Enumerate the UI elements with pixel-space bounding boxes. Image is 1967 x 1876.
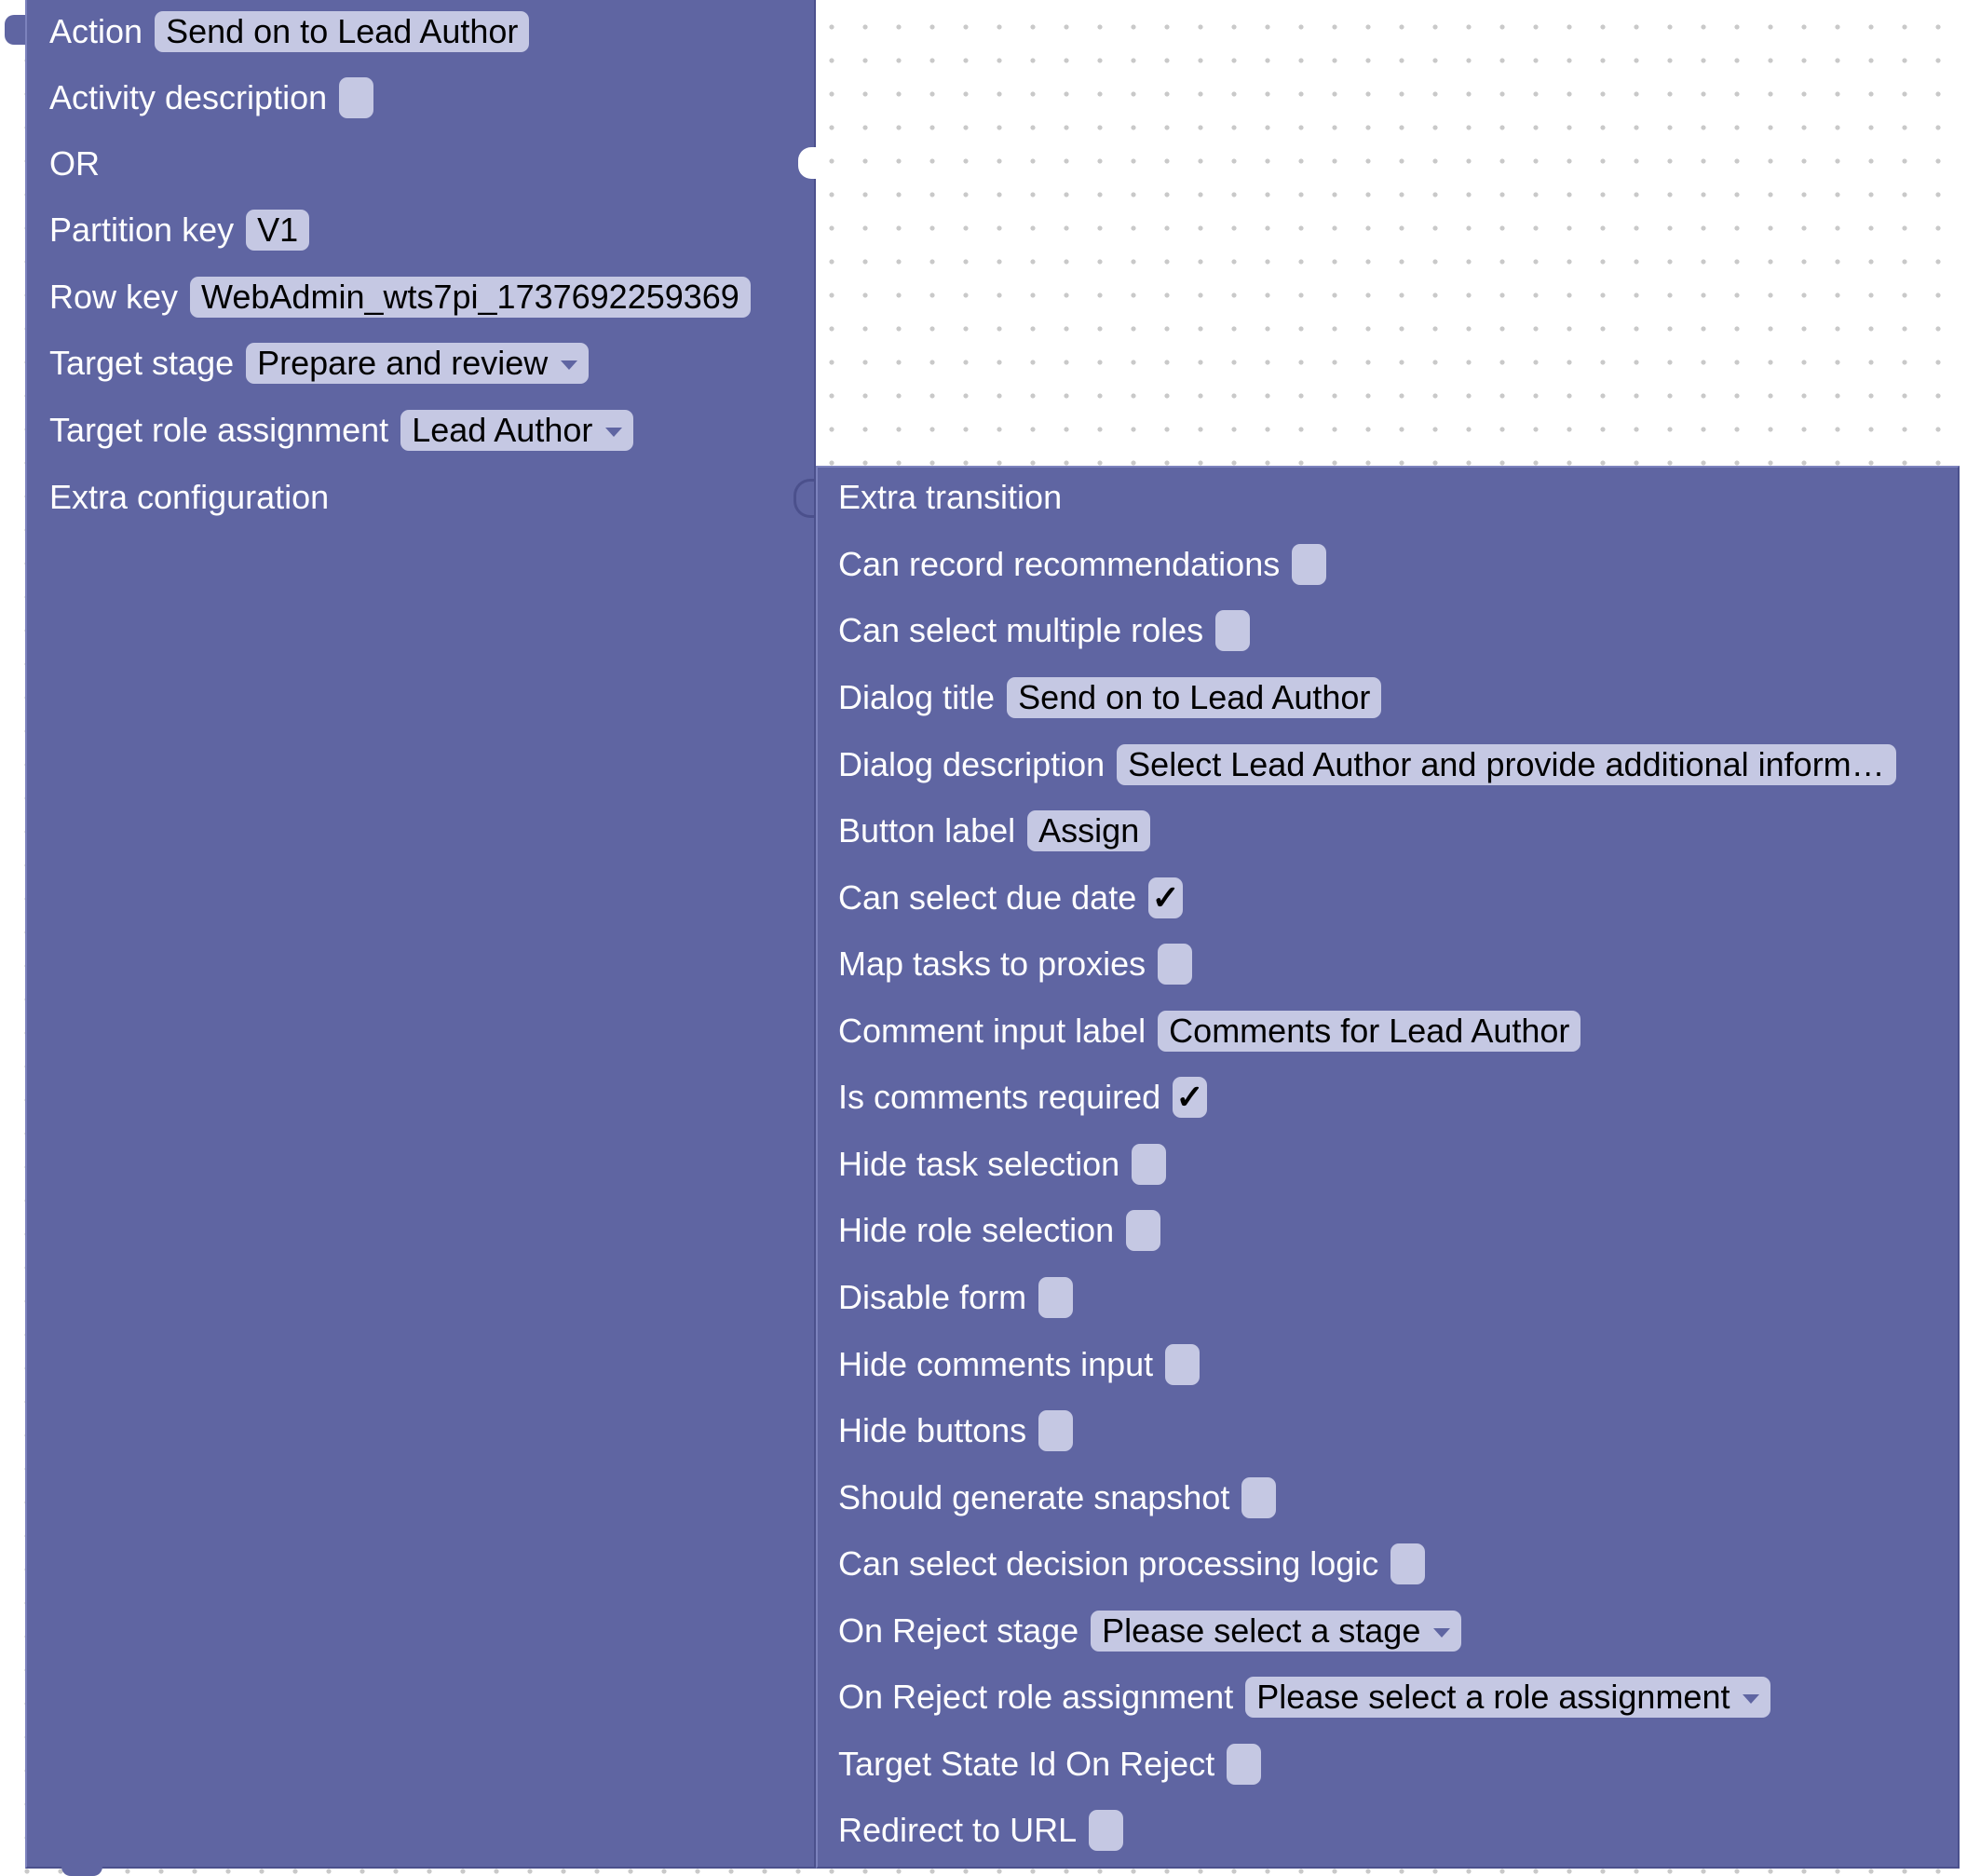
hide-task-selection-row: Hide task selection <box>838 1144 1167 1185</box>
should-generate-snapshot-row: Should generate snapshot <box>838 1477 1277 1518</box>
row-key-input[interactable]: WebAdmin_wts7pi_1737692259369 <box>190 277 751 318</box>
on-reject-stage-label: On Reject stage <box>838 1611 1079 1650</box>
action-input[interactable]: Send on to Lead Author <box>155 11 530 52</box>
dialog-description-label: Dialog description <box>838 745 1106 783</box>
can-record-recommendations-row: Can record recommendations <box>838 544 1327 585</box>
partition-key-row: Partition key V1 <box>49 210 310 251</box>
on-reject-role-assignment-value: Please select a role assignment <box>1256 1678 1730 1716</box>
on-reject-role-assignment-dropdown[interactable]: Please select a role assignment <box>1245 1677 1771 1718</box>
can-select-multiple-roles-row: Can select multiple roles <box>838 610 1251 651</box>
map-tasks-to-proxies-checkbox[interactable] <box>1158 944 1193 985</box>
extra-transition-title: Extra transition <box>838 478 1063 516</box>
chevron-down-icon <box>561 360 578 370</box>
redirect-to-url-row: Redirect to URL <box>838 1810 1124 1851</box>
partition-key-input[interactable]: V1 <box>246 210 310 251</box>
is-comments-required-checkbox[interactable]: ✓ <box>1173 1077 1208 1118</box>
extra-configuration-row: Extra configuration <box>49 477 329 518</box>
or-label: OR <box>49 144 100 183</box>
on-reject-stage-row: On Reject stage Please select a stage <box>838 1611 1462 1652</box>
partition-key-label: Partition key <box>49 211 235 249</box>
hide-role-selection-checkbox[interactable] <box>1126 1210 1161 1251</box>
disable-form-label: Disable form <box>838 1278 1027 1316</box>
target-state-id-on-reject-label: Target State Id On Reject <box>838 1745 1215 1783</box>
on-reject-stage-dropdown[interactable]: Please select a stage <box>1091 1611 1462 1652</box>
extra-configuration-label: Extra configuration <box>49 478 330 516</box>
disable-form-checkbox[interactable] <box>1038 1277 1074 1318</box>
is-comments-required-row: Is comments required ✓ <box>838 1077 1208 1118</box>
hide-comments-input-checkbox[interactable] <box>1165 1344 1201 1385</box>
can-select-multiple-roles-checkbox[interactable] <box>1215 610 1251 651</box>
hide-role-selection-row: Hide role selection <box>838 1210 1161 1251</box>
can-select-decision-processing-logic-row: Can select decision processing logic <box>838 1543 1426 1584</box>
button-label-row: Button label Assign <box>838 810 1151 851</box>
target-role-assignment-label: Target role assignment <box>49 411 389 449</box>
dialog-description-input[interactable]: Select Lead Author and provide additiona… <box>1117 744 1896 785</box>
can-select-due-date-label: Can select due date <box>838 878 1137 917</box>
redirect-to-url-input[interactable] <box>1089 1810 1124 1851</box>
disable-form-row: Disable form <box>838 1277 1074 1318</box>
target-state-id-on-reject-input[interactable] <box>1227 1744 1262 1785</box>
hide-buttons-label: Hide buttons <box>838 1411 1027 1449</box>
comment-input-label-row: Comment input label Comments for Lead Au… <box>838 1011 1581 1052</box>
target-stage-dropdown[interactable]: Prepare and review <box>246 343 590 384</box>
map-tasks-to-proxies-row: Map tasks to proxies <box>838 944 1193 985</box>
activity-description-row: Activity description <box>49 77 374 118</box>
can-record-recommendations-label: Can record recommendations <box>838 545 1281 583</box>
extra-configuration-socket <box>794 479 814 518</box>
can-select-due-date-checkbox[interactable]: ✓ <box>1148 877 1184 918</box>
map-tasks-to-proxies-label: Map tasks to proxies <box>838 945 1146 983</box>
dialog-title-label: Dialog title <box>838 678 996 716</box>
can-select-decision-processing-logic-label: Can select decision processing logic <box>838 1544 1379 1583</box>
redirect-to-url-label: Redirect to URL <box>838 1811 1078 1849</box>
is-comments-required-label: Is comments required <box>838 1078 1161 1116</box>
on-reject-role-assignment-row: On Reject role assignment Please select … <box>838 1677 1771 1718</box>
target-role-assignment-dropdown[interactable]: Lead Author <box>400 410 634 451</box>
can-record-recommendations-checkbox[interactable] <box>1292 544 1327 585</box>
target-stage-value: Prepare and review <box>257 344 549 382</box>
dialog-title-row: Dialog title Send on to Lead Author <box>838 677 1382 718</box>
on-reject-role-assignment-label: On Reject role assignment <box>838 1678 1234 1716</box>
on-reject-stage-value: Please select a stage <box>1102 1611 1421 1650</box>
hide-task-selection-checkbox[interactable] <box>1132 1144 1167 1185</box>
chevron-down-icon <box>605 428 623 437</box>
target-role-assignment-value: Lead Author <box>412 411 593 449</box>
hide-buttons-checkbox[interactable] <box>1038 1410 1074 1451</box>
hide-comments-input-label: Hide comments input <box>838 1345 1154 1383</box>
chevron-down-icon <box>1743 1694 1760 1704</box>
button-label-input[interactable]: Assign <box>1027 810 1151 851</box>
or-row: OR <box>49 143 100 184</box>
activity-description-label: Activity description <box>49 78 328 116</box>
or-input-notch <box>798 147 817 179</box>
extra-transition-title-row: Extra transition <box>838 477 1062 518</box>
dialog-description-row: Dialog description Select Lead Author an… <box>838 744 1896 785</box>
target-role-assignment-row: Target role assignment Lead Author <box>49 410 634 451</box>
action-row: Action Send on to Lead Author <box>49 11 530 52</box>
target-stage-row: Target stage Prepare and review <box>49 343 590 384</box>
row-key-row: Row key WebAdmin_wts7pi_1737692259369 <box>49 277 751 318</box>
hide-comments-input-row: Hide comments input <box>838 1344 1201 1385</box>
dialog-title-input[interactable]: Send on to Lead Author <box>1007 677 1382 718</box>
chevron-down-icon <box>1433 1628 1451 1638</box>
row-key-label: Row key <box>49 278 179 316</box>
hide-task-selection-label: Hide task selection <box>838 1145 1120 1183</box>
next-block-connector <box>61 1867 102 1876</box>
target-state-id-on-reject-row: Target State Id On Reject <box>838 1744 1262 1785</box>
can-select-decision-processing-logic-checkbox[interactable] <box>1390 1543 1426 1584</box>
action-label: Action <box>49 12 143 50</box>
can-select-due-date-row: Can select due date ✓ <box>838 877 1184 918</box>
should-generate-snapshot-label: Should generate snapshot <box>838 1478 1230 1516</box>
target-stage-label: Target stage <box>49 344 235 382</box>
activity-description-checkbox[interactable] <box>339 77 374 118</box>
should-generate-snapshot-checkbox[interactable] <box>1241 1477 1277 1518</box>
comment-input-label-label: Comment input label <box>838 1012 1146 1050</box>
comment-input-label-input[interactable]: Comments for Lead Author <box>1158 1011 1581 1052</box>
hide-buttons-row: Hide buttons <box>838 1410 1074 1451</box>
hide-role-selection-label: Hide role selection <box>838 1211 1115 1249</box>
can-select-multiple-roles-label: Can select multiple roles <box>838 611 1204 649</box>
output-connector-tab <box>5 15 25 45</box>
button-label-label: Button label <box>838 811 1016 850</box>
